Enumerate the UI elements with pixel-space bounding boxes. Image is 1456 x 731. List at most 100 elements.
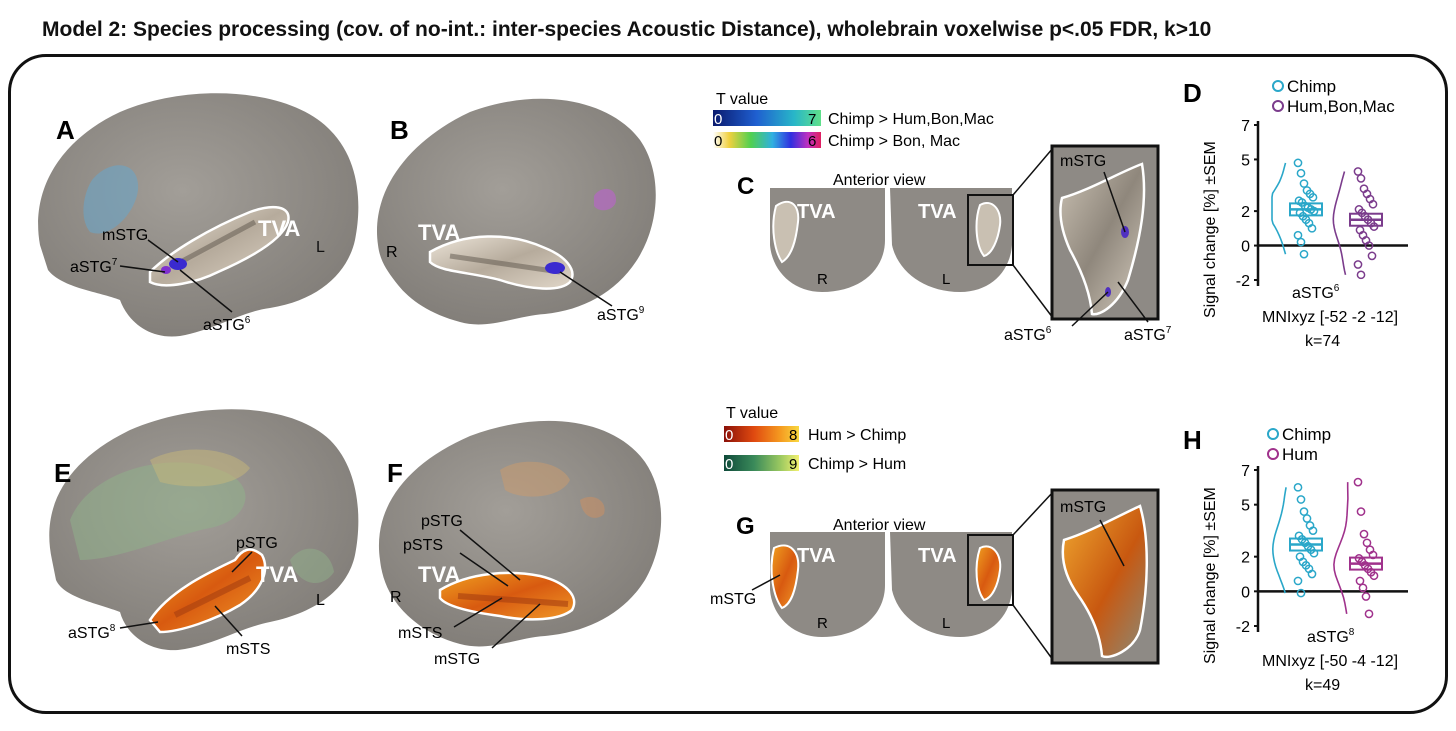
panel-f-hemi: R — [390, 589, 402, 606]
colorbar-bottom-1 — [724, 426, 799, 442]
data-point — [1361, 592, 1371, 601]
panel-h-ylabel: Signal change [%] ±SEM — [1202, 487, 1219, 664]
data-point — [1359, 529, 1369, 539]
colorbar-top-2 — [713, 132, 821, 148]
data-point — [1356, 507, 1366, 516]
data-point — [1296, 588, 1306, 598]
panel-d-letter: D — [1183, 78, 1202, 108]
panel-d-mni: MNIxyz [-52 -2 -12] — [1262, 309, 1398, 326]
panel-f: F TVA R pSTG pSTS mSTS mSTG — [378, 420, 662, 668]
panel-c-zoom-mstg: mSTG — [1060, 153, 1106, 170]
y-tick-label: -2 — [1236, 619, 1250, 636]
panel-g-mstg-left: mSTG — [710, 591, 756, 608]
data-point — [1299, 507, 1309, 516]
panel-e-tva: TVA — [256, 562, 298, 587]
data-point — [1369, 571, 1379, 581]
figure-title: Model 2: Species processing (cov. of no-… — [42, 18, 1212, 41]
panel-g: G Anterior view TVA TVA R L mSTG mSTG — [710, 488, 1160, 665]
data-point — [1296, 495, 1306, 504]
panel-a-mstg: mSTG — [102, 227, 148, 244]
panel-b-hemi: R — [386, 244, 398, 261]
panel-d-k: k=74 — [1305, 333, 1340, 350]
panel-a: A TVA L mSTG aSTG7 aSTG6 — [38, 93, 359, 337]
panel-g-view: Anterior view — [833, 517, 926, 534]
data-point — [1296, 168, 1306, 178]
data-point — [1293, 576, 1303, 586]
colorbar-bottom-1-label: Hum > Chimp — [808, 427, 906, 444]
panel-d-region: aSTG6 — [1292, 283, 1340, 302]
colorbar-bottom-title: T value — [726, 405, 778, 422]
panel-g-zoom-mstg: mSTG — [1060, 499, 1106, 516]
violin-0 — [1271, 162, 1287, 255]
panel-g-tva-right: TVA — [797, 545, 836, 567]
y-tick-label: 0 — [1241, 239, 1250, 256]
brain-right-lateral — [376, 98, 656, 325]
panel-c-zoom-astg7: aSTG7 — [1124, 325, 1172, 344]
panel-e-astg8: aSTG8 — [68, 623, 116, 642]
panel-h-k: k=49 — [1305, 677, 1340, 694]
figure-frame — [8, 54, 1448, 714]
svg-text:L: L — [942, 271, 950, 288]
panel-e-letter: E — [54, 458, 71, 488]
y-tick-label: 7 — [1241, 118, 1250, 135]
panel-b-letter: B — [390, 115, 409, 145]
panel-f-letter: F — [387, 458, 403, 488]
y-tick-label: 2 — [1241, 204, 1250, 221]
panel-a-tva: TVA — [258, 216, 300, 241]
data-point — [1358, 583, 1368, 593]
svg-text:0: 0 — [714, 133, 722, 150]
svg-text:R: R — [817, 271, 828, 288]
panel-a-hemi: L — [316, 239, 325, 256]
panel-d: D Chimp Hum,Bon,Mac Signal change [%] ±S… — [1183, 77, 1408, 350]
panel-d-ylabel: Signal change [%] ±SEM — [1202, 141, 1219, 318]
panel-e: E TVA L pSTG aSTG8 mSTS — [49, 409, 359, 658]
panel-a-astg7: aSTG7 — [70, 257, 118, 276]
panel-h: H Chimp Hum Signal change [%] ±SEM 7520-… — [1183, 425, 1408, 694]
panel-h-letter: H — [1183, 425, 1202, 455]
panel-c-view: Anterior view — [833, 172, 926, 189]
colorbar-bottom-2-label: Chimp > Hum — [808, 456, 906, 473]
panel-g-tva-left: TVA — [918, 545, 957, 567]
data-point — [1364, 241, 1374, 250]
data-point — [1299, 249, 1309, 259]
y-tick-label: 2 — [1241, 550, 1250, 567]
violin-0 — [1271, 487, 1287, 594]
panel-b: B TVA R aSTG9 — [376, 98, 656, 325]
svg-text:6: 6 — [808, 133, 816, 150]
data-point — [1293, 230, 1303, 240]
data-point — [1307, 223, 1317, 233]
y-tick-label: 7 — [1241, 463, 1250, 480]
panel-d-legend-1: Chimp — [1287, 77, 1336, 96]
violin-1 — [1333, 482, 1349, 615]
data-point — [1307, 569, 1317, 579]
data-point — [1353, 477, 1363, 487]
panel-a-astg6: aSTG6 — [203, 315, 251, 334]
colorbar-top-1 — [713, 110, 821, 126]
data-point — [1355, 576, 1365, 586]
panel-c-tva-right: TVA — [797, 201, 836, 223]
svg-text:9: 9 — [789, 456, 797, 473]
data-point — [1353, 167, 1363, 176]
data-point — [1356, 174, 1366, 183]
svg-text:0: 0 — [725, 456, 733, 473]
svg-text:7: 7 — [808, 111, 816, 128]
brain-left-lateral-e — [49, 409, 359, 651]
data-point — [1368, 199, 1378, 209]
panel-c: C Anterior view TVA TVA R L mSTG aSTG6 a… — [737, 144, 1172, 344]
svg-text:0: 0 — [725, 427, 733, 444]
y-tick-label: 5 — [1241, 152, 1250, 169]
panel-c-letter: C — [737, 173, 754, 200]
panel-b-astg9: aSTG9 — [597, 305, 645, 324]
panel-a-letter: A — [56, 115, 75, 145]
panel-f-mstg: mSTG — [434, 651, 480, 668]
data-point — [1353, 260, 1363, 269]
violin-1 — [1332, 171, 1347, 275]
data-point — [1364, 609, 1374, 619]
colorbars-bottom: T value 0 8 Hum > Chimp 0 9 Chimp > Hum — [724, 405, 906, 473]
data-point — [1308, 192, 1318, 202]
data-point — [1299, 179, 1309, 188]
svg-text:L: L — [942, 615, 950, 632]
data-point — [1308, 526, 1318, 536]
data-point — [1296, 237, 1306, 247]
